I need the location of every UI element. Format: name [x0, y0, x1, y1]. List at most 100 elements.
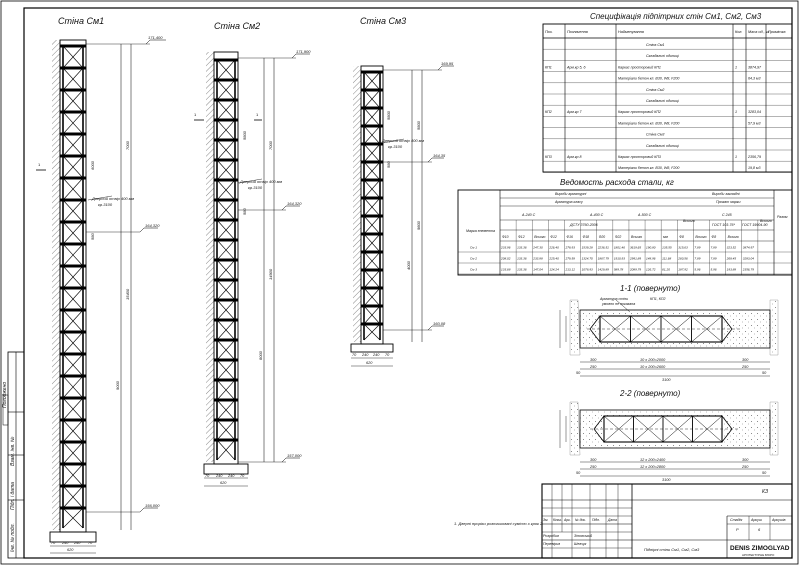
- rebar-cage-tie: [361, 268, 383, 272]
- steel-cell: 3874,97: [743, 246, 754, 250]
- stamp-stage-h: Стадія: [730, 518, 742, 522]
- stamp-h-1: Кільк.: [553, 518, 562, 522]
- spec-cell: Матеріали бетон кл. В30, W8, F200: [618, 77, 679, 81]
- stamp-h-4: Підп.: [592, 518, 600, 522]
- spec-cell: КП1: [545, 65, 552, 69]
- s1-d6: 50: [576, 371, 581, 375]
- spec-cell: Складальні одиниці: [646, 54, 679, 58]
- wall-footing: [49, 531, 97, 543]
- base-dim-3: 70: [240, 474, 245, 478]
- elev-mid-sm2: 164,320: [287, 201, 302, 206]
- rebar-cage-tie: [60, 110, 86, 114]
- steel-h-c245: С 245: [722, 213, 732, 217]
- rebar-cage-tie: [361, 106, 383, 110]
- s1-d4: 300: [590, 358, 597, 362]
- elev-top-sm2: 171,900: [296, 49, 311, 54]
- steel-cell: 2089,79: [629, 268, 641, 272]
- dim-lower-sm1: 9000: [115, 380, 120, 390]
- dim-total-sm1: 15400: [125, 288, 130, 300]
- side-stamp: Погоджено Інв. № подл. Підп. і дата Взам…: [2, 351, 25, 559]
- rebar-cage-tie: [361, 142, 383, 146]
- wall-body: [59, 39, 87, 533]
- dim-b-sm2: 580: [242, 208, 247, 215]
- rebar-cage-tie: [214, 398, 238, 402]
- spec-cell: 3283,04: [748, 110, 761, 114]
- wall-title-sm1: Стіна См1: [58, 16, 104, 26]
- rebar-cage-tie: [361, 286, 383, 290]
- steel-cell: 5,96: [694, 268, 700, 272]
- title-block: КЗ Підпірні стіни См1, См2, См3 Стадія А…: [541, 483, 793, 559]
- spec-cell: Стіна См3: [646, 133, 664, 137]
- steel-cell: 1910,93: [614, 257, 625, 261]
- sheet-frame: [23, 7, 793, 559]
- spec-cell: 3874,97: [748, 65, 762, 69]
- dim-total-sm2: 14900: [268, 268, 273, 280]
- base-dim-0: 70: [51, 541, 56, 545]
- steel-cell: 268,45: [726, 257, 737, 261]
- stamp-code: КЗ: [762, 489, 768, 495]
- steel-cell: 133,36: [517, 268, 527, 272]
- steel-cell: 213,12: [564, 268, 575, 272]
- stamp-h-3: № док.: [575, 518, 586, 522]
- rebar-cage-tie: [361, 214, 383, 218]
- rebar-cage-tie: [60, 132, 86, 136]
- stamp-sheet: 6: [758, 527, 761, 532]
- dim-a-sm2: 5800: [242, 130, 247, 140]
- steel-cell: 193,88: [727, 268, 737, 272]
- steel-cell: 133,36: [517, 246, 527, 250]
- rebar-cage-tie: [361, 124, 383, 128]
- steel-cell: 323,52: [727, 246, 737, 250]
- steel-h-gost2: ГОСТ 103-76*: [712, 223, 735, 227]
- callout-sm1: Дверний отвір 400 мм: [91, 196, 134, 201]
- steel-cell: 315,63: [678, 246, 688, 250]
- steel-subheader: Ф10: [502, 235, 509, 239]
- spec-cell: 2356,79: [747, 155, 761, 159]
- stamp-sheet-h: Аркуш: [750, 518, 762, 522]
- rebar-cage-tie: [214, 138, 238, 142]
- wall-title-sm2: Стіна См2: [214, 21, 260, 31]
- section-mark-sm2-r: 1: [256, 112, 259, 117]
- steel-cell: 126,72: [646, 268, 656, 272]
- rebar-cage-tie: [60, 264, 86, 268]
- steel-h-prokat: Прокат марки: [716, 200, 740, 204]
- dim-upper-sm2: 7000: [268, 140, 273, 150]
- steel-cell: 233,88: [532, 257, 543, 261]
- rebar-cage-tie: [214, 358, 238, 362]
- steel-subheader: Ф12: [550, 235, 557, 239]
- dim-b-sm1: 580: [90, 233, 95, 240]
- spec-cell: 1: [735, 65, 737, 69]
- rebar-cage: [361, 70, 383, 341]
- steel-cell: См 2: [470, 257, 477, 261]
- dim-a-sm3: 5800: [386, 110, 391, 120]
- rebar-cage-tie: [214, 178, 238, 182]
- wall-elevation-sm1: Стіна См1 171,400 164,320 156,000 7000 1…: [36, 16, 166, 554]
- s1-note2: умовно не показана: [601, 302, 635, 306]
- steel-cell: 61,20: [662, 268, 670, 272]
- wall-elevation-sm3: Стіна См3 169,95 164,35 160,08 5800 9800…: [350, 16, 454, 367]
- s1-d2: 10 х 200=2600: [640, 365, 666, 369]
- side-label-1: Інв. № подл.: [10, 523, 16, 552]
- spec-header: Найменування: [618, 30, 644, 34]
- steel-h-mark: Марка елемента: [466, 229, 495, 233]
- elev-bot-sm3: 160,08: [433, 321, 446, 326]
- steel-subheader: Всього: [534, 235, 545, 239]
- section-mark-sm1: 1: [38, 162, 41, 167]
- steel-subheader: Всього: [631, 235, 642, 239]
- spec-cell: Стіна См1: [646, 43, 664, 47]
- base-total-sm3: 620: [366, 361, 373, 365]
- rebar-cage-tie: [214, 298, 238, 302]
- s1-d6-r: 50: [762, 371, 767, 375]
- dim-upper-sm3: 5800: [416, 120, 421, 130]
- callout2-sm1: кр.3100: [98, 202, 113, 207]
- steel-h-a400: А-400 С: [589, 213, 604, 217]
- steel-cell: 2236,51: [597, 246, 609, 250]
- rebar-cage-tie: [361, 304, 383, 308]
- steel-h-a500: А-500 С: [637, 213, 652, 217]
- stamp-checked: Шевчук: [574, 542, 587, 546]
- spec-cell: КП2: [545, 110, 552, 114]
- wall-elevation-sm2: Стіна См2 171,900 164,320 157,000 7000 1…: [194, 21, 311, 487]
- callout2-sm2: кр.3100: [248, 185, 263, 190]
- rebar-cage-tie: [214, 338, 238, 342]
- specification-table: Специфікація підпітрних стін См1, См2, С…: [542, 12, 793, 173]
- rebar-cage-tie: [60, 484, 86, 488]
